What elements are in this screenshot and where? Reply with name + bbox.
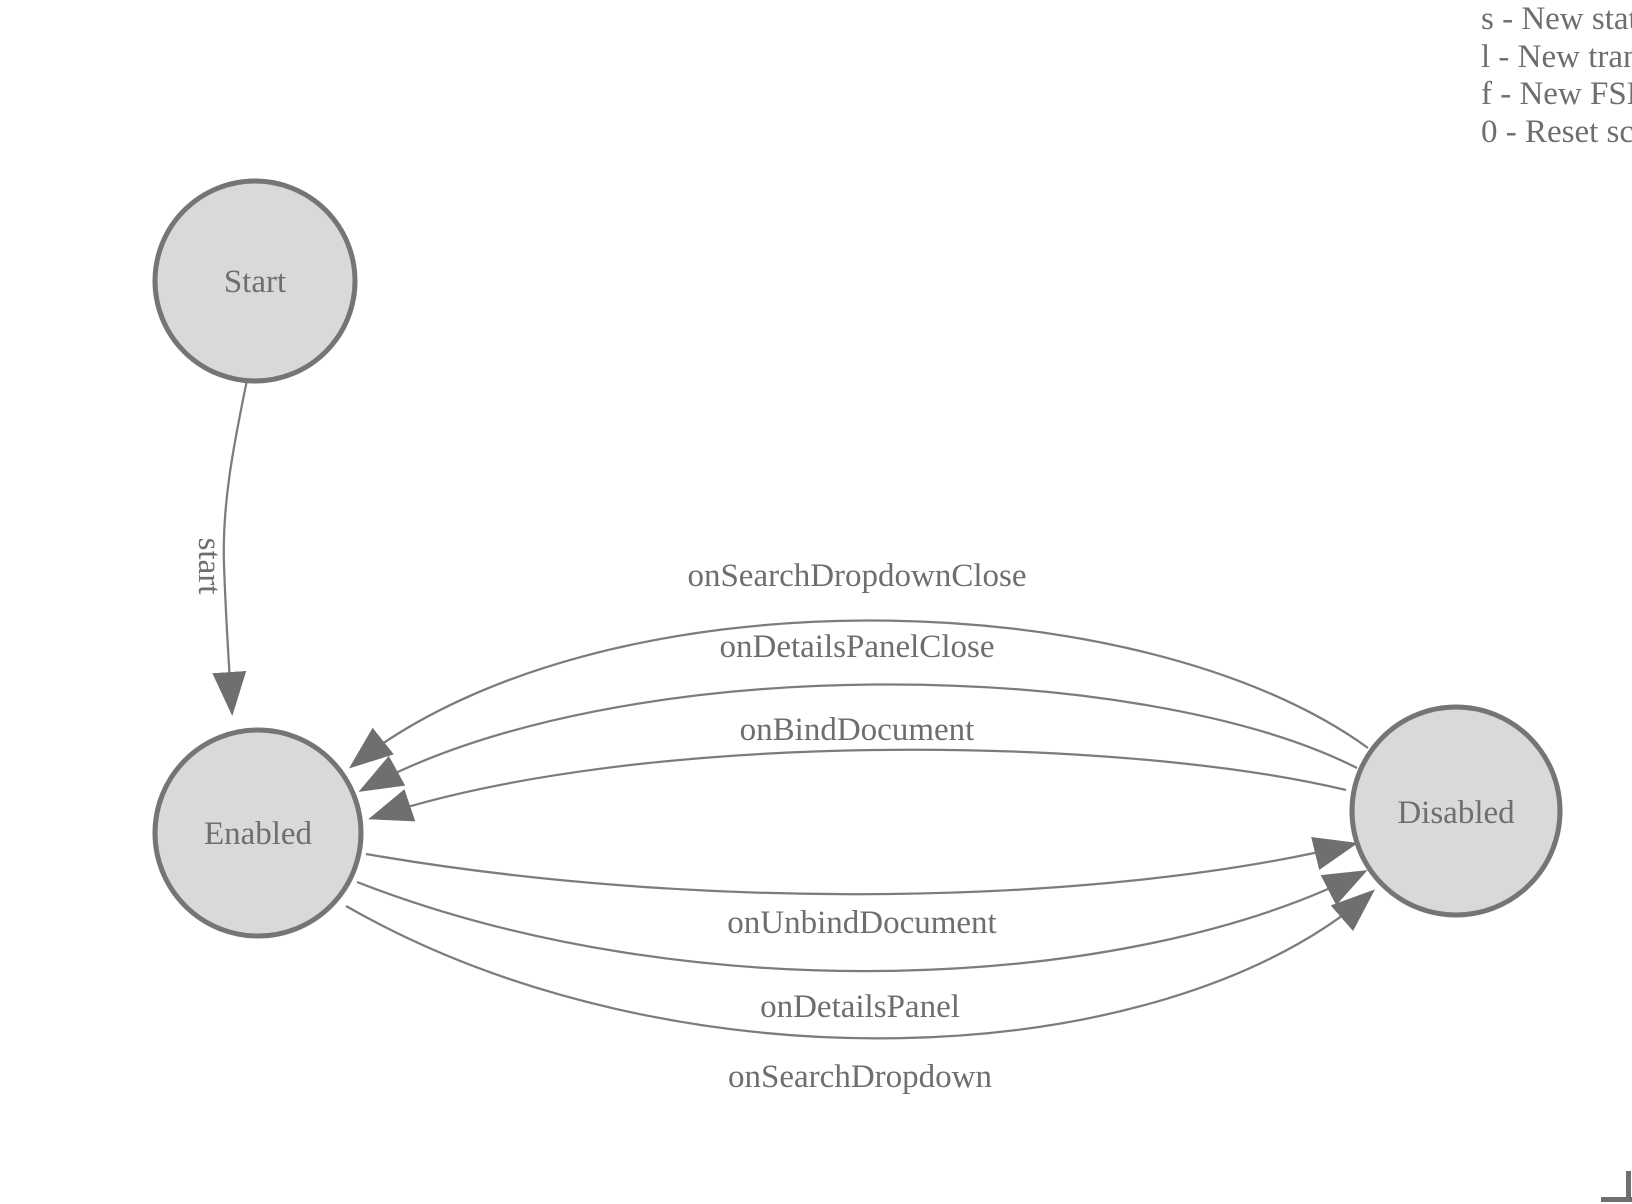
legend-line-new-transition: l - New transition <box>1481 39 1632 75</box>
state-node-disabled[interactable]: Disabled <box>1349 704 1563 918</box>
state-node-start-circle[interactable] <box>152 178 358 384</box>
shortcuts-legend: s - New state l - New transition f - New… <box>1481 1 1632 150</box>
transition-onUnbindDocument-label: onUnbindDocument <box>727 905 996 941</box>
transition-start-label: start <box>191 538 227 595</box>
transition-onUnbindDocument[interactable]: onUnbindDocument <box>365 836 1358 941</box>
transition-onBindDocument-path[interactable] <box>368 748 1347 822</box>
transition-onDetailsPanel-label: onDetailsPanel <box>760 989 960 1025</box>
transition-start-path[interactable] <box>212 379 249 716</box>
state-node-start[interactable]: Start <box>152 178 358 384</box>
transition-onBindDocument[interactable]: onBindDocument <box>368 712 1347 822</box>
transition-onSearchDropdown-path[interactable] <box>345 889 1376 1040</box>
legend-line-reset-scale: 0 - Reset scale <box>1481 114 1632 150</box>
state-node-enabled-label: Enabled <box>204 816 313 852</box>
transition-onSearchDropdown-label: onSearchDropdown <box>728 1059 992 1095</box>
state-node-enabled[interactable]: Enabled <box>152 727 364 939</box>
legend-line-new-state: s - New state <box>1481 1 1632 37</box>
transition-onSearchDropdownClose-path[interactable] <box>348 619 1369 769</box>
state-node-start-label: Start <box>224 264 286 300</box>
transition-onDetailsPanel[interactable]: onDetailsPanel <box>356 870 1368 1025</box>
transition-onSearchDropdown[interactable]: onSearchDropdown <box>345 889 1376 1095</box>
transition-onSearchDropdownClose[interactable]: onSearchDropdownClose <box>348 558 1369 769</box>
state-node-disabled-circle[interactable] <box>1349 704 1563 918</box>
transition-onDetailsPanelClose-path[interactable] <box>358 683 1358 792</box>
state-node-disabled-label: Disabled <box>1397 795 1515 831</box>
transition-onSearchDropdownClose-label: onSearchDropdownClose <box>687 558 1026 594</box>
legend-line-new-fsm: f - New FSM <box>1481 76 1632 112</box>
canvas-corner-bracket <box>1601 1171 1632 1202</box>
transition-start[interactable]: start <box>191 379 249 716</box>
transition-onBindDocument-label: onBindDocument <box>740 712 975 748</box>
state-node-enabled-circle[interactable] <box>152 727 364 939</box>
transition-onDetailsPanelClose-label: onDetailsPanelClose <box>720 629 995 665</box>
transition-onDetailsPanelClose[interactable]: onDetailsPanelClose <box>358 629 1358 792</box>
transition-onUnbindDocument-path[interactable] <box>365 836 1358 896</box>
transition-onDetailsPanel-path[interactable] <box>356 870 1368 973</box>
